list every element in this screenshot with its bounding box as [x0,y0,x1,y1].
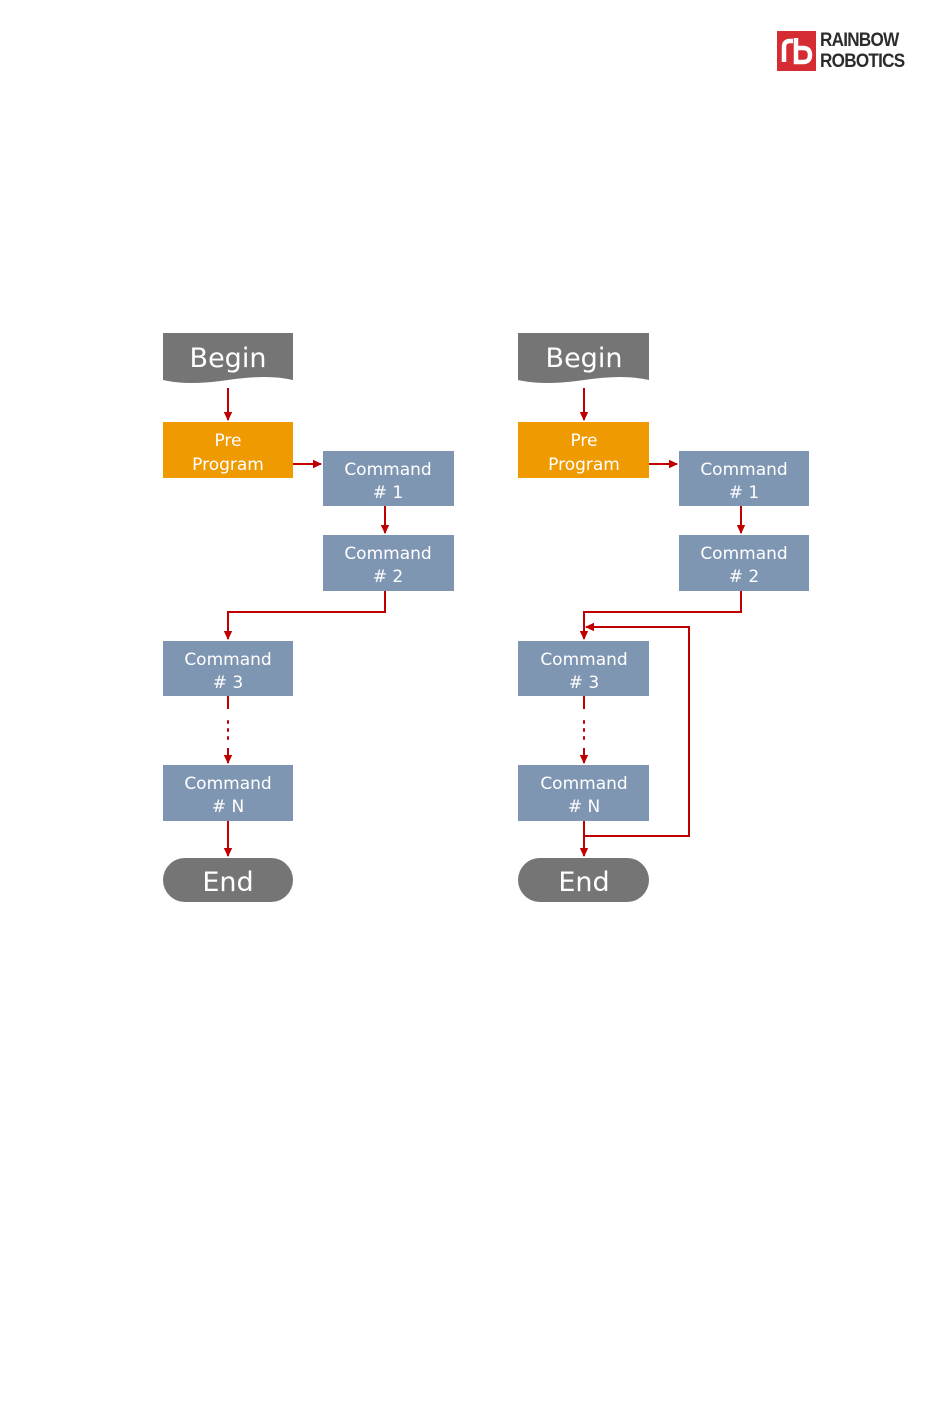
command-2-number: # 2 [373,567,403,587]
pre-program-node: Pre Program [163,422,293,478]
pre-program-label-line1: Pre [214,431,241,451]
command-2-number: # 2 [729,567,759,587]
end-node: End [518,858,649,902]
command-3-label: Command [184,650,271,670]
pre-program-label-line1: Pre [570,431,597,451]
command-3-node: Command # 3 [518,641,649,696]
command-1-label: Command [700,460,787,480]
begin-label: Begin [546,343,623,374]
command-n-number: # N [212,797,244,817]
command-n-node: Command # N [518,765,649,821]
begin-label: Begin [190,343,267,374]
end-label: End [202,867,253,898]
arrow-command-2-to-3 [228,591,385,639]
command-3-number: # 3 [569,673,599,693]
pre-program-node: Pre Program [518,422,649,478]
command-n-label: Command [184,774,271,794]
command-3-number: # 3 [213,673,243,693]
arrow-command-2-to-3 [584,591,741,639]
command-1-number: # 1 [373,483,403,503]
flow-right: Begin Pre Program Command # 1 Command # … [518,333,809,902]
command-n-number: # N [568,797,600,817]
pre-program-label-line2: Program [548,455,620,475]
command-1-node: Command # 1 [323,451,454,506]
command-2-label: Command [700,544,787,564]
end-label: End [558,867,609,898]
pre-program-label-line2: Program [192,455,264,475]
command-2-node: Command # 2 [679,535,809,591]
command-1-node: Command # 1 [679,451,809,506]
begin-node: Begin [163,333,293,383]
command-2-node: Command # 2 [323,535,454,591]
command-n-node: Command # N [163,765,293,821]
command-n-label: Command [540,774,627,794]
command-2-label: Command [344,544,431,564]
flow-left: Begin Pre Program Command # 1 Command # … [163,333,454,902]
end-node: End [163,858,293,902]
command-3-label: Command [540,650,627,670]
command-3-node: Command # 3 [163,641,293,696]
begin-node: Begin [518,333,649,383]
command-1-number: # 1 [729,483,759,503]
command-1-label: Command [344,460,431,480]
